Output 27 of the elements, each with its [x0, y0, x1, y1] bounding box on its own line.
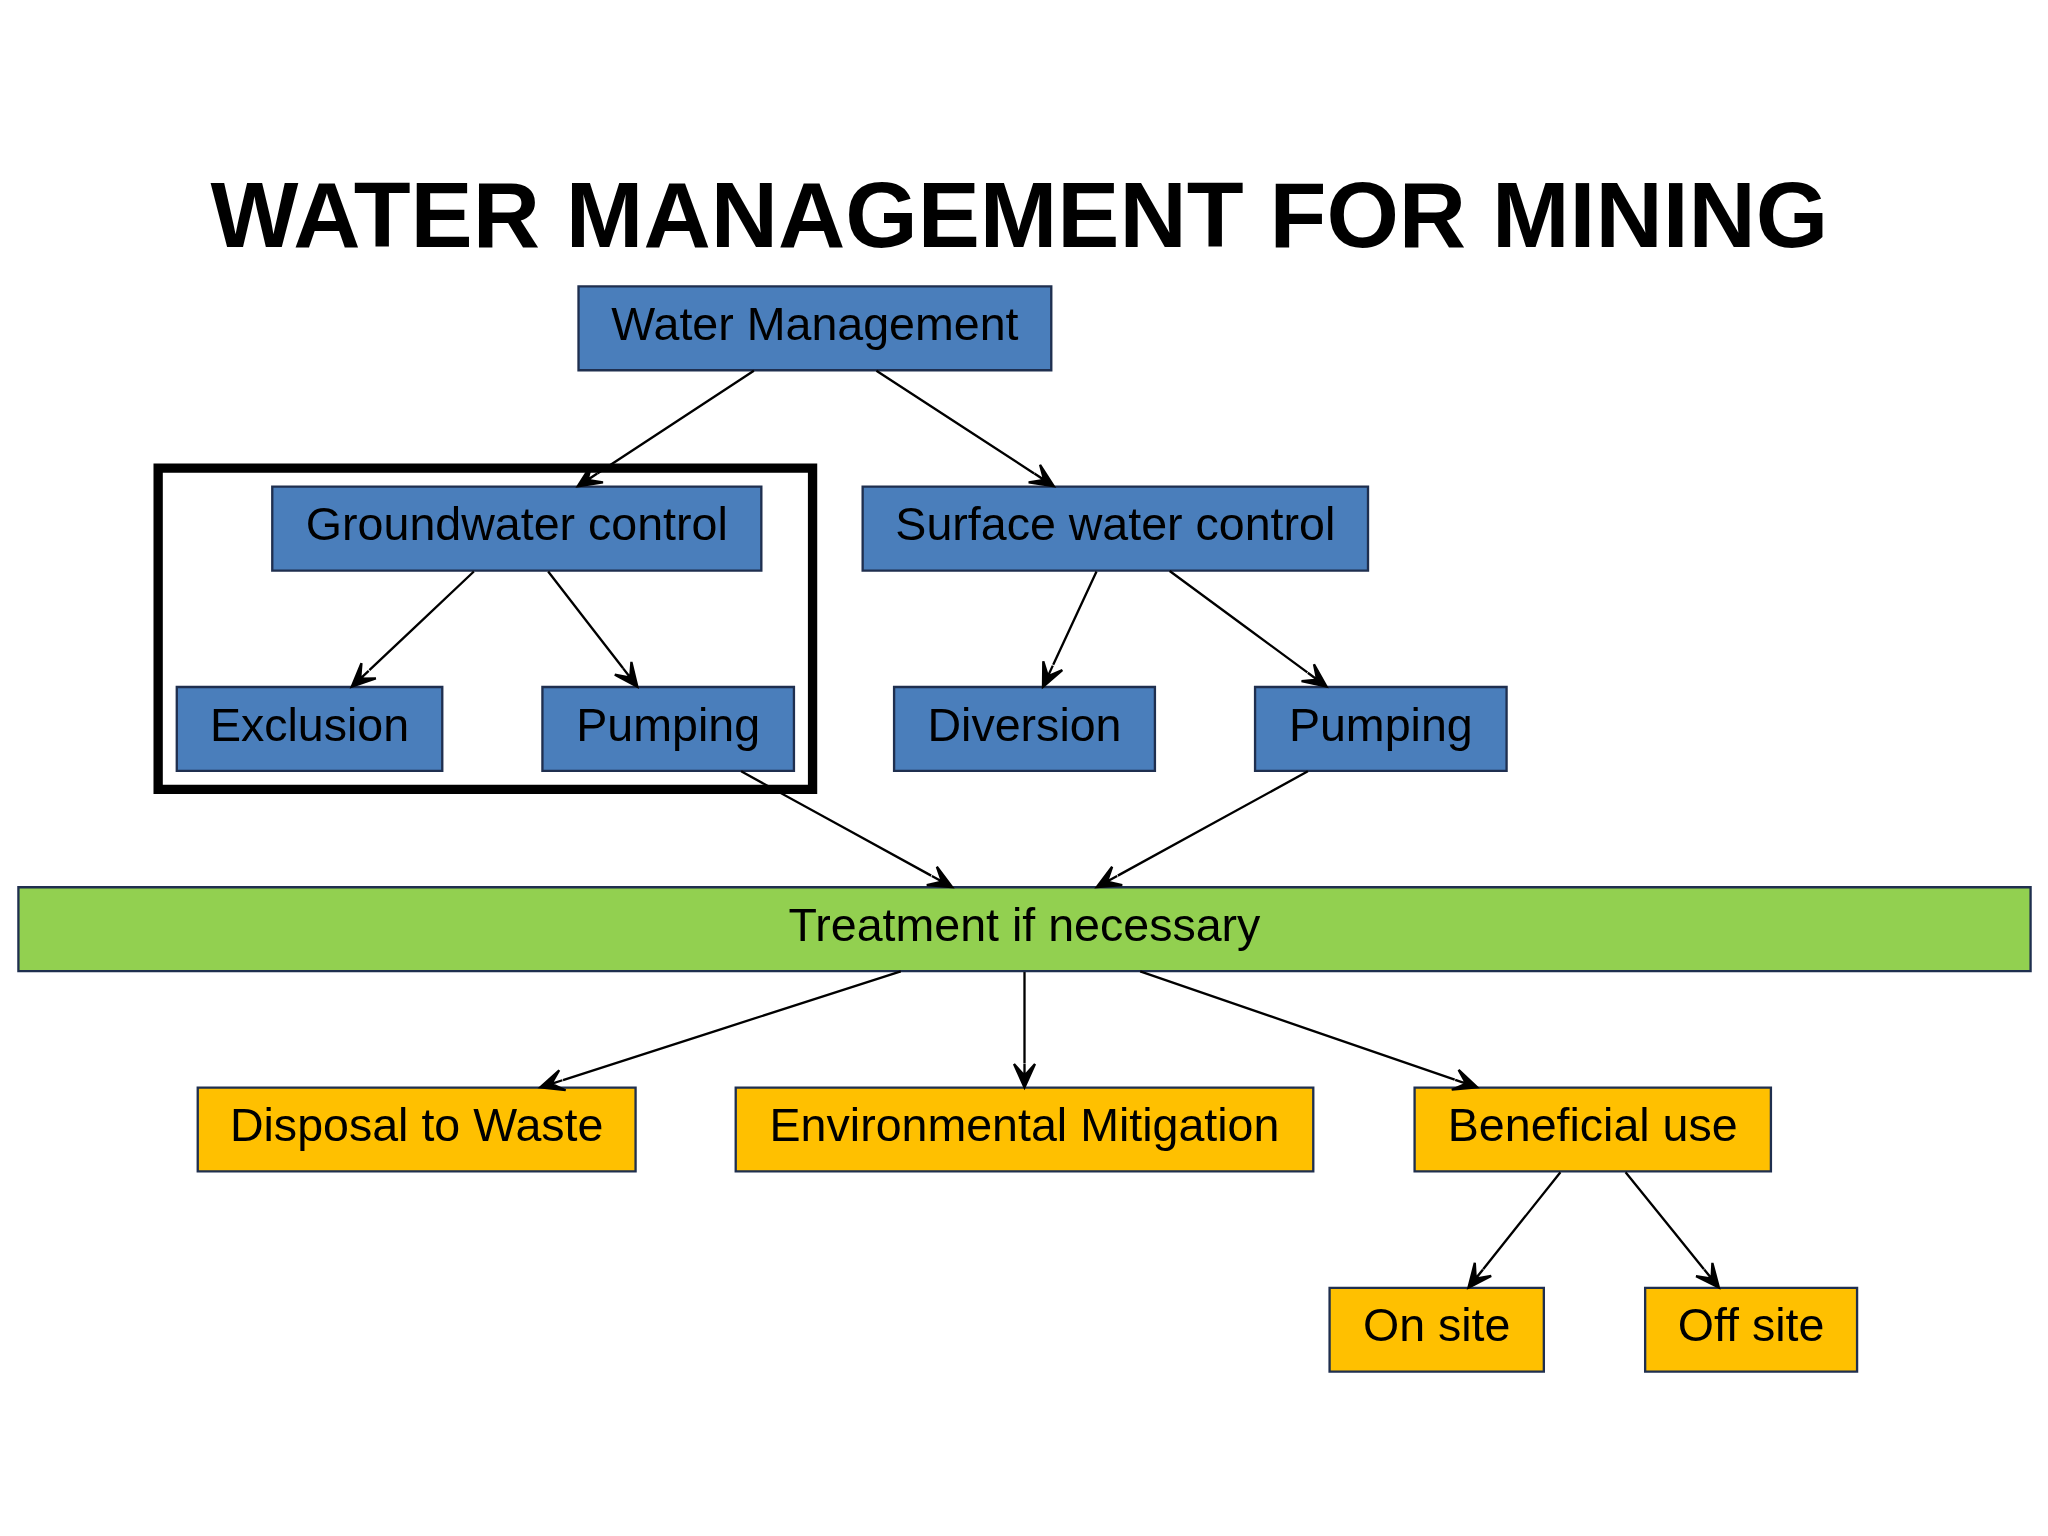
arrow — [1139, 969, 1478, 1091]
node-box: On site — [1327, 1286, 1545, 1373]
node-box: Pumping — [540, 685, 795, 772]
arrow — [350, 570, 475, 688]
node-box: Beneficial use — [1412, 1085, 1772, 1173]
node-box: Diversion — [892, 685, 1156, 772]
node-box: Off site — [1643, 1286, 1858, 1373]
arrow — [538, 969, 901, 1091]
arrow — [546, 570, 639, 688]
arrow — [1095, 769, 1308, 888]
arrow — [740, 769, 953, 888]
arrow — [1466, 1171, 1561, 1289]
diagram-title: WATER MANAGEMENT FOR MINING — [210, 162, 1828, 267]
arrow — [576, 369, 754, 487]
node-box: Pumping — [1253, 685, 1508, 772]
node-box: Treatment if necessary — [16, 885, 2032, 972]
node-box: Disposal to Waste — [196, 1085, 637, 1173]
node-box: Groundwater control — [270, 485, 762, 572]
node-box: Exclusion — [175, 685, 443, 772]
node-box: Surface water control — [860, 485, 1369, 572]
arrow — [1168, 569, 1328, 688]
arrow — [1624, 1171, 1720, 1289]
arrow — [1012, 971, 1036, 1088]
arrow — [875, 369, 1055, 487]
arrow — [1041, 570, 1098, 688]
node-box: Water Management — [576, 284, 1052, 371]
node-box: Environmental Mitigation — [734, 1085, 1314, 1173]
